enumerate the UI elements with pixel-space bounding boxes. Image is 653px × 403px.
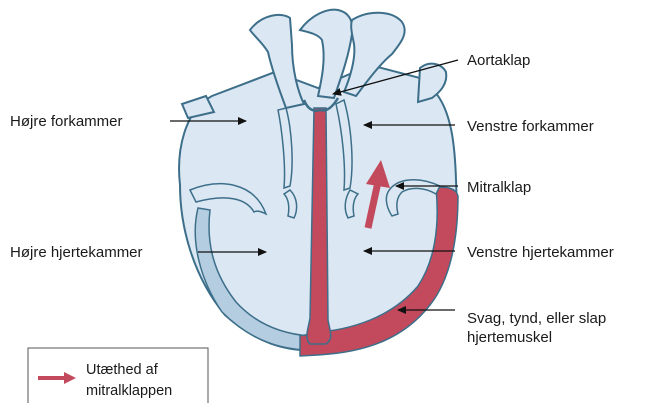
label-weak-muscle-line1: Svag, tynd, eller slap [467, 310, 606, 327]
label-aortic-valve: Aortaklap [467, 52, 530, 69]
label-right-atrium: Højre forkammer [10, 113, 123, 130]
label-weak-muscle-line2: hjertemuskel [467, 329, 552, 346]
label-mitral-valve: Mitralklap [467, 179, 531, 196]
heart-illustration [179, 10, 458, 356]
label-right-ventricle: Højre hjertekammer [10, 244, 143, 261]
legend-line2: mitralklappen [86, 383, 172, 399]
legend-line1: Utæthed af [86, 362, 159, 378]
label-left-atrium: Venstre forkammer [467, 118, 594, 135]
legend: Utæthed af mitralklappen [28, 348, 208, 403]
label-left-ventricle: Venstre hjertekammer [467, 244, 614, 261]
